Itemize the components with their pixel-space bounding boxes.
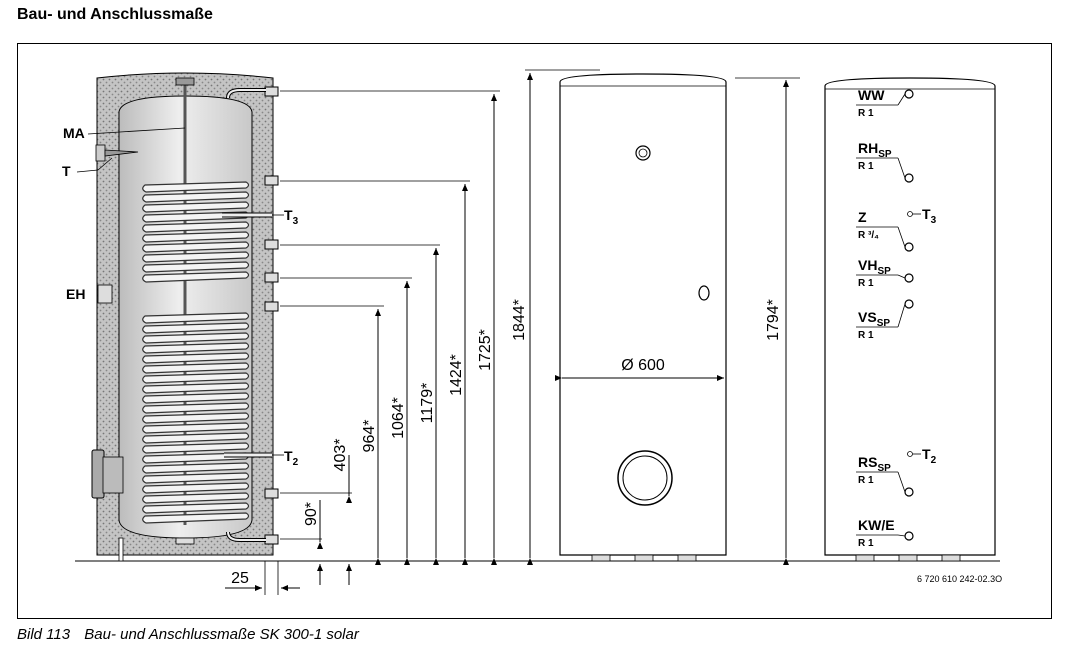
- connection-port: [904, 173, 914, 183]
- coil-winding: [142, 241, 250, 253]
- dim-diameter: Ø 600: [621, 357, 665, 374]
- side-label-t2: T2: [922, 446, 937, 466]
- dim-1725: 1725*: [477, 329, 494, 371]
- dim-1844: 1844*: [511, 299, 528, 341]
- page-heading: Bau- und Anschlussmaße: [17, 6, 213, 23]
- eh-flange: [97, 284, 113, 304]
- coil-winding: [142, 181, 250, 193]
- connection-port: [904, 487, 914, 497]
- coil-winding: [142, 322, 250, 334]
- side-label-t3: T3: [922, 206, 937, 226]
- connection-label: KW/E: [858, 517, 895, 533]
- dim-90: 90*: [303, 502, 320, 526]
- connection-thread: R 1: [858, 278, 874, 289]
- coil-winding: [142, 402, 250, 414]
- coil-winding: [142, 392, 250, 404]
- connection-port: [904, 299, 914, 309]
- tank-front-view: [525, 69, 727, 562]
- connection-thread: R ³/₄: [858, 230, 879, 241]
- coil-winding: [142, 442, 250, 454]
- caption-number: Bild 113: [17, 626, 71, 643]
- connection-label: VSSP: [858, 309, 890, 329]
- coil-winding: [142, 261, 250, 273]
- coil-winding: [142, 332, 250, 344]
- label-ma: MA: [63, 125, 85, 141]
- dim-1794: 1794*: [765, 299, 782, 341]
- coil-winding: [142, 432, 250, 444]
- connection-port: [904, 242, 914, 252]
- coil-winding: [142, 492, 250, 504]
- dim-1064: 1064*: [390, 397, 407, 439]
- anode-cap: [175, 77, 195, 86]
- connection-label: VHSP: [858, 257, 891, 277]
- coil-winding: [142, 372, 250, 384]
- drawing-number: 6 720 610 242-02.3O: [917, 574, 1002, 584]
- label-eh: EH: [66, 286, 85, 302]
- connection-thread: R 1: [858, 330, 874, 341]
- connection-label: Z: [858, 209, 867, 225]
- coil-winding: [142, 412, 250, 424]
- dim-964: 964*: [361, 420, 378, 453]
- coil-winding: [142, 352, 250, 364]
- upper-heat-exchanger-coil: [142, 181, 250, 283]
- inspection-flange: [91, 449, 105, 499]
- connection-thread: R 1: [858, 538, 874, 549]
- connection-port: [904, 89, 914, 99]
- tank-side-view: [735, 77, 996, 562]
- coil-winding: [142, 251, 250, 263]
- dim-1424: 1424*: [448, 354, 465, 396]
- dim-1179: 1179*: [419, 383, 436, 424]
- figure-caption: Bild 113 Bau- und Anschlussmaße SK 300-1…: [17, 626, 359, 643]
- connection-label: RHSP: [858, 140, 892, 160]
- coil-winding: [142, 462, 250, 474]
- lower-heat-exchanger-coil: [142, 312, 250, 524]
- coil-winding: [142, 231, 250, 243]
- eh-port: [698, 285, 710, 301]
- connection-thread: R 1: [858, 161, 874, 172]
- thermometer-dial: [635, 145, 651, 161]
- coil-winding: [142, 382, 250, 394]
- coil-winding: [142, 362, 250, 374]
- connection-label: RSSP: [858, 454, 891, 474]
- figure-frame: [17, 43, 1052, 619]
- coil-winding: [142, 482, 250, 494]
- connection-label: WW: [858, 87, 885, 103]
- thermometer-housing: [95, 144, 106, 162]
- dimension-extension-lines: [264, 90, 500, 595]
- connection-thread: R 1: [858, 475, 874, 486]
- label-t2-section: T2: [284, 448, 299, 468]
- coil-winding: [142, 472, 250, 484]
- dim-403: 403*: [332, 439, 349, 472]
- coil-winding: [142, 502, 250, 514]
- connection-stubs: [264, 86, 279, 545]
- dim-25: 25: [231, 570, 249, 587]
- coil-winding: [142, 422, 250, 434]
- coil-winding: [142, 512, 250, 524]
- tank-section-view: [76, 72, 279, 562]
- label-t3-section: T3: [284, 207, 299, 227]
- connection-port: [904, 273, 914, 283]
- label-t: T: [62, 163, 71, 179]
- coil-winding: [142, 342, 250, 354]
- coil-winding: [142, 191, 250, 203]
- dimension-arrows: [225, 73, 789, 591]
- connection-thread: R 1: [858, 108, 874, 119]
- connection-port: [904, 531, 914, 541]
- coil-winding: [142, 201, 250, 213]
- caption-text: Bau- und Anschlussmaße SK 300-1 solar: [84, 626, 359, 643]
- coil-winding: [142, 312, 250, 324]
- coil-winding: [142, 221, 250, 233]
- coil-winding: [142, 271, 250, 283]
